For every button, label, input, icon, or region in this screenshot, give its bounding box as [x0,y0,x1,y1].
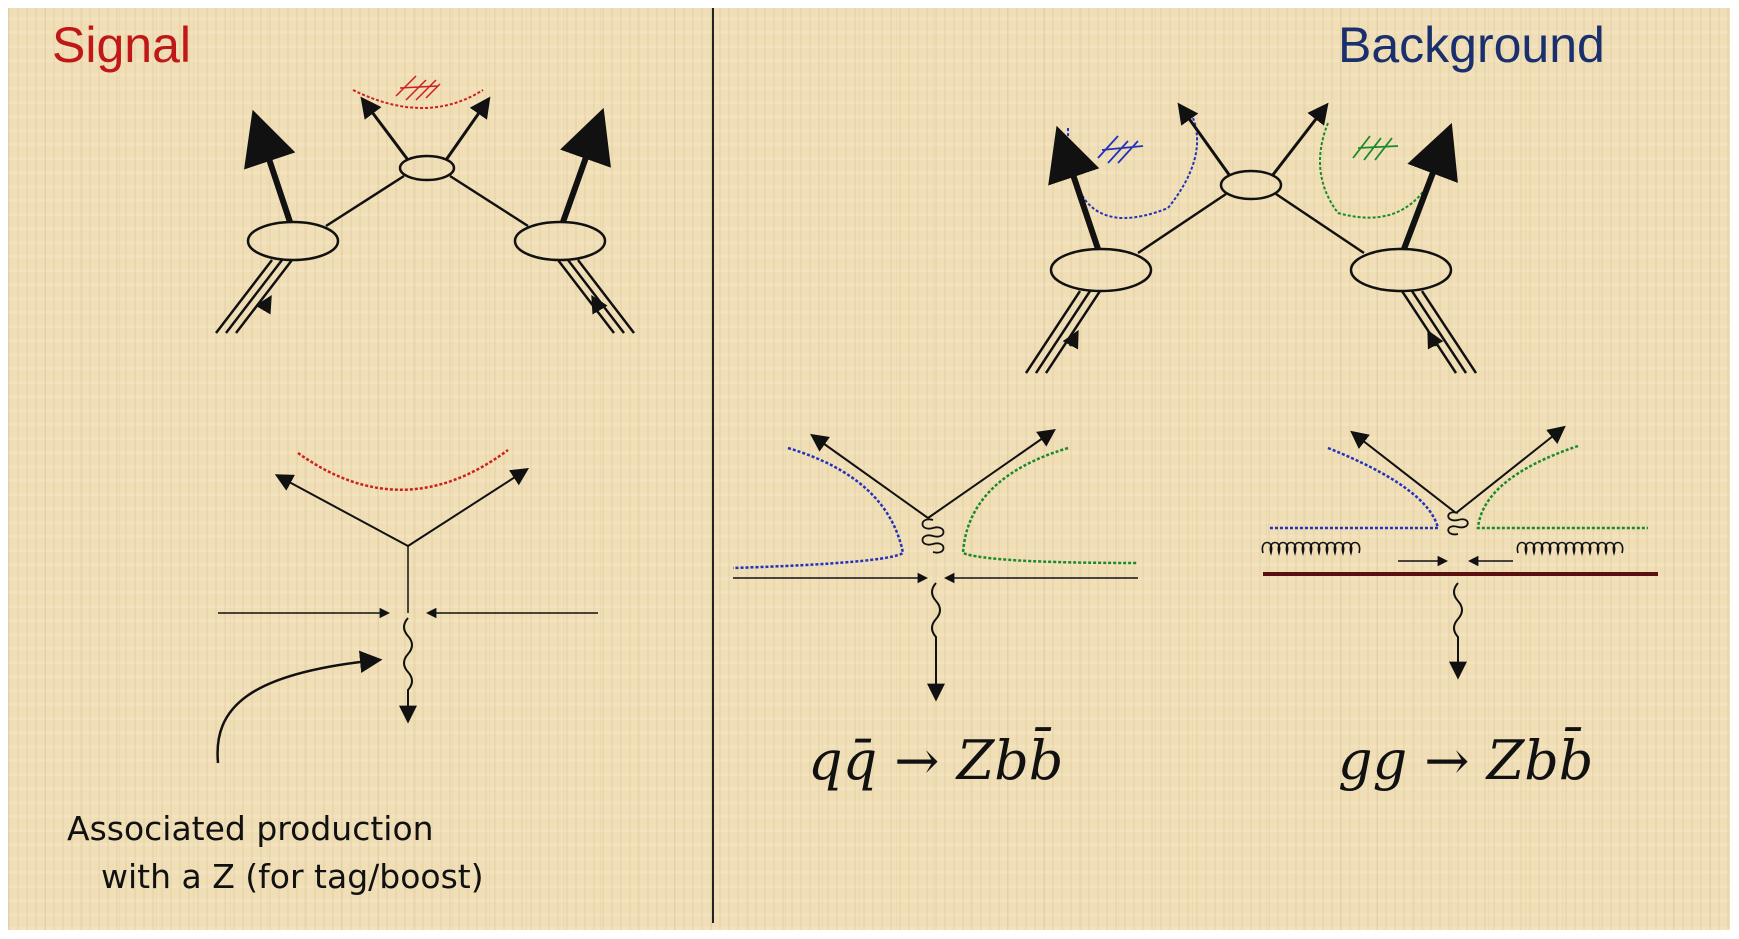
background-gg-diagram [1261,425,1658,680]
bg-right-proton-blob [1349,247,1453,293]
gg-green-string [1476,444,1648,530]
background-qcd-diagram [1024,102,1478,374]
gg-z-boson [1449,582,1467,680]
formula-gg-zbb: gg → Zbb̄ [1338,729,1594,792]
signal-heading: Signal [52,17,191,73]
blue-hadron-spray [1097,135,1144,164]
central-vertex-blob [398,154,456,182]
right-proton-blob [513,220,607,262]
signal-z-boson [399,617,417,724]
blue-color-string [1067,117,1199,219]
qq-blue-string [732,446,905,570]
qq-z-boson [927,582,945,702]
caption-line-1: Associated production [67,809,434,848]
formula-qq-zbb: qq̄ → Zbb̄ [808,729,1064,792]
feynman-diagrams [215,75,1658,764]
gg-gluon-vertical [1447,511,1469,536]
panel-divider [712,8,714,923]
bg-central-vertex-blob [1219,169,1283,201]
bg-left-proton-blob [1049,247,1153,293]
caption-line-2: with a Z (for tag/boost) [101,857,484,896]
signal-vbf-diagram [215,75,635,334]
background-heading: Background [1338,17,1605,73]
gg-gluon-left [1261,541,1361,556]
signal-zh-diagram [216,448,598,764]
green-color-string [1319,122,1449,219]
caption-pointer-arrow [216,650,383,764]
background-qq-diagram [732,428,1139,702]
gg-blue-string [1268,446,1440,530]
left-proton-blob [246,220,340,262]
green-hadron-spray [1352,135,1399,161]
signal-bottom-color-string [297,448,509,491]
slide: Signal Background [8,8,1730,930]
qq-green-string [961,446,1139,565]
signal-hadron-spray [395,75,441,101]
gg-gluon-right [1516,541,1624,556]
qq-gluon [921,518,945,554]
